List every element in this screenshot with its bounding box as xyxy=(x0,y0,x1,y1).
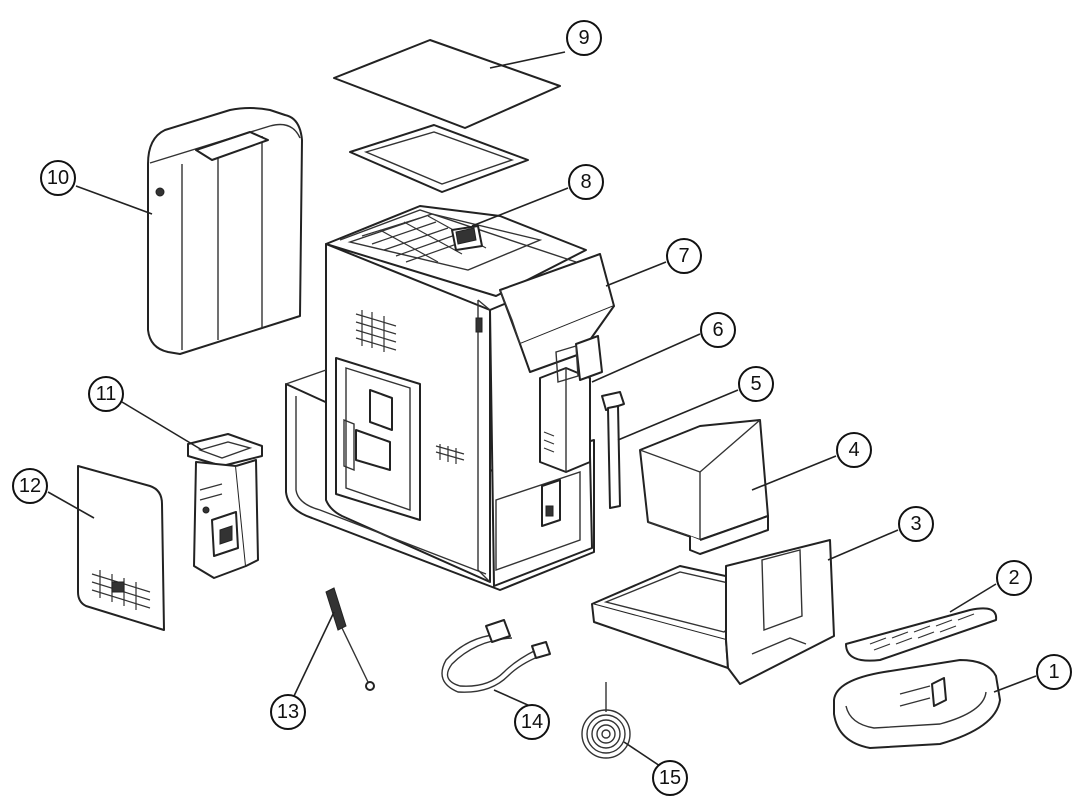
leader-7 xyxy=(605,261,667,287)
callout-7: 7 xyxy=(666,238,702,274)
leader-8 xyxy=(471,187,569,227)
callout-label-3: 3 xyxy=(910,513,921,535)
callout-label-11: 11 xyxy=(96,383,117,405)
callout-3: 3 xyxy=(898,506,934,542)
leader-lines xyxy=(47,51,1037,767)
callout-8: 8 xyxy=(568,164,604,200)
callout-12: 12 xyxy=(12,468,48,504)
part-6-coffee-outlet xyxy=(539,335,603,527)
callout-label-14: 14 xyxy=(521,711,543,733)
leader-6 xyxy=(591,333,701,383)
callout-1: 1 xyxy=(1036,654,1072,690)
leader-11 xyxy=(121,401,203,451)
callout-label-5: 5 xyxy=(750,373,761,395)
callout-13: 13 xyxy=(270,694,306,730)
leader-9 xyxy=(489,51,566,69)
callout-label-8: 8 xyxy=(580,171,591,193)
callout-label-1: 1 xyxy=(1048,661,1059,683)
callout-11: 11 xyxy=(88,376,124,412)
part-11-brewing-unit xyxy=(187,433,263,579)
part-7-control-panel xyxy=(499,253,615,373)
part-3-drip-tray xyxy=(591,539,835,685)
callout-4: 4 xyxy=(836,432,872,468)
leader-14 xyxy=(493,689,531,707)
leader-13 xyxy=(293,611,335,697)
leader-12 xyxy=(47,491,95,519)
callout-14: 14 xyxy=(514,704,550,740)
bean-hopper-lid-frame xyxy=(349,124,529,193)
callout-label-15: 15 xyxy=(659,767,681,789)
part-13-cleaning-brush xyxy=(325,587,375,691)
leader-1 xyxy=(993,675,1037,693)
callout-10: 10 xyxy=(40,160,76,196)
callout-5: 5 xyxy=(738,366,774,402)
part-15-spring xyxy=(581,682,631,759)
leader-10 xyxy=(75,185,153,215)
callout-label-10: 10 xyxy=(47,167,69,189)
part-1-container xyxy=(833,659,1001,749)
callout-label-12: 12 xyxy=(19,475,41,497)
leader-15 xyxy=(623,741,661,767)
callouts: 9 10 8 7 6 5 4 3 xyxy=(12,20,1072,796)
part-14-power-cord xyxy=(441,619,551,693)
callout-6: 6 xyxy=(700,312,736,348)
leader-2 xyxy=(949,583,997,613)
leader-4 xyxy=(751,455,837,491)
callout-label-2: 2 xyxy=(1008,567,1019,589)
callout-label-9: 9 xyxy=(578,27,589,49)
callout-label-4: 4 xyxy=(848,439,859,461)
callout-2: 2 xyxy=(996,560,1032,596)
callout-label-13: 13 xyxy=(277,701,299,723)
part-5-steam-wand xyxy=(601,391,625,509)
part-10-water-tank xyxy=(147,107,303,355)
callout-15: 15 xyxy=(652,760,688,796)
part-9-top-cover xyxy=(333,39,561,129)
part-4-waste-container xyxy=(639,419,769,555)
callout-label-6: 6 xyxy=(712,319,723,341)
callout-label-7: 7 xyxy=(678,245,689,267)
part-2-drip-tray-cover xyxy=(845,607,998,662)
part-12-side-panel xyxy=(77,465,165,631)
callout-9: 9 xyxy=(566,20,602,56)
leader-5 xyxy=(617,389,739,441)
leader-3 xyxy=(827,529,899,561)
